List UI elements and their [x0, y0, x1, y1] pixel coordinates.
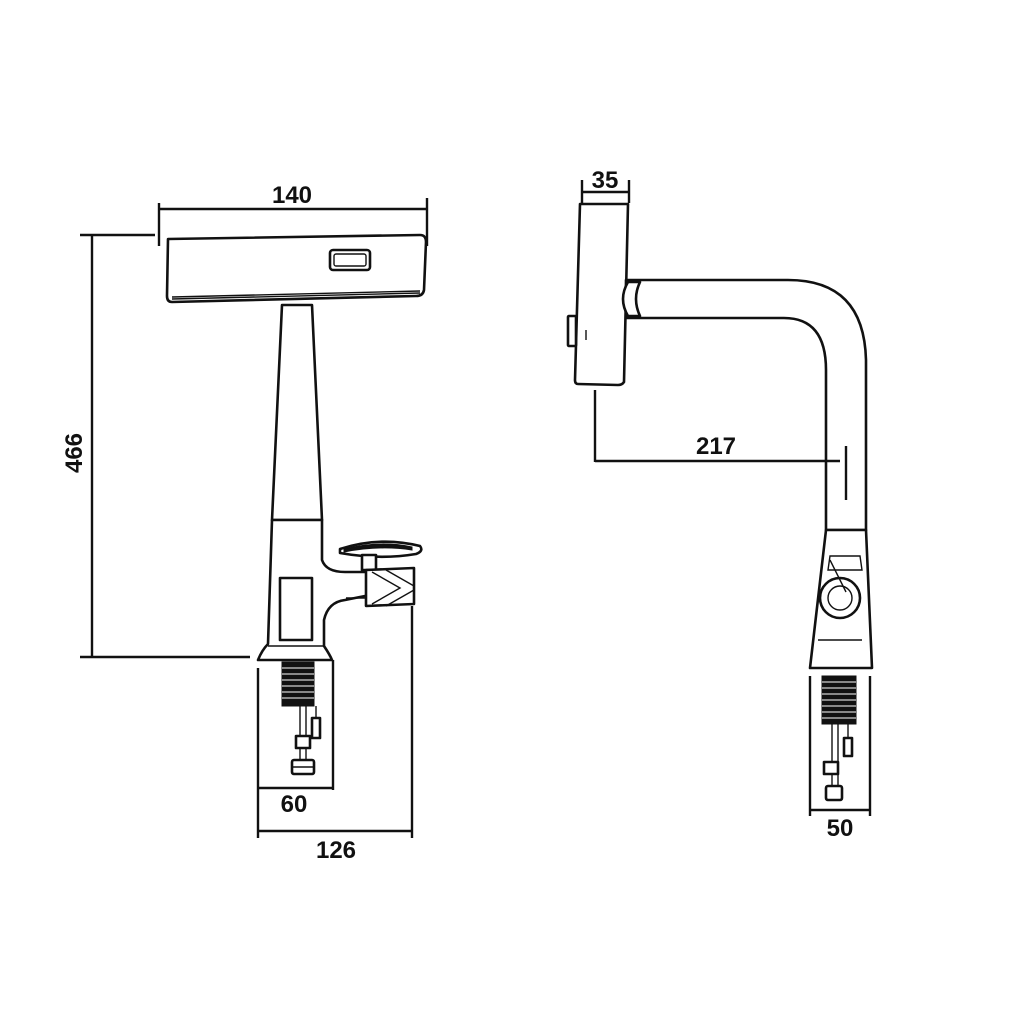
dimension-466: 466: [61, 233, 250, 659]
dimension-217-label: 217: [696, 433, 736, 460]
front-mounting-shank: [281, 661, 322, 776]
dimension-60-label: 60: [281, 791, 308, 818]
side-base-body: [808, 528, 874, 670]
dimension-140-label: 140: [272, 182, 312, 209]
dimension-35: 35: [580, 167, 631, 203]
side-button: [566, 314, 578, 348]
front-view: 140 466: [61, 182, 429, 864]
side-spout: [621, 278, 868, 532]
dimension-60: 60: [256, 660, 335, 838]
side-valve-knob: [818, 576, 862, 620]
side-view: 35 217: [566, 167, 874, 842]
front-valve-cartridge: [346, 566, 416, 608]
side-mounting-shank: [821, 675, 857, 802]
front-column: [270, 303, 324, 522]
dimension-126: 126: [258, 606, 414, 864]
front-lever-handle: [338, 540, 423, 572]
front-spray-head: [165, 233, 428, 304]
dimension-50: 50: [808, 676, 872, 842]
display-screen: [328, 248, 372, 272]
dimension-50-label: 50: [827, 815, 854, 842]
dimension-140: 140: [157, 182, 429, 246]
front-base-body: [256, 518, 372, 662]
dimension-35-label: 35: [592, 167, 619, 194]
dimension-466-label: 466: [61, 433, 88, 473]
dimension-217: 217: [593, 390, 848, 500]
side-spray-head: [566, 202, 630, 387]
dimension-126-label: 126: [316, 837, 356, 864]
